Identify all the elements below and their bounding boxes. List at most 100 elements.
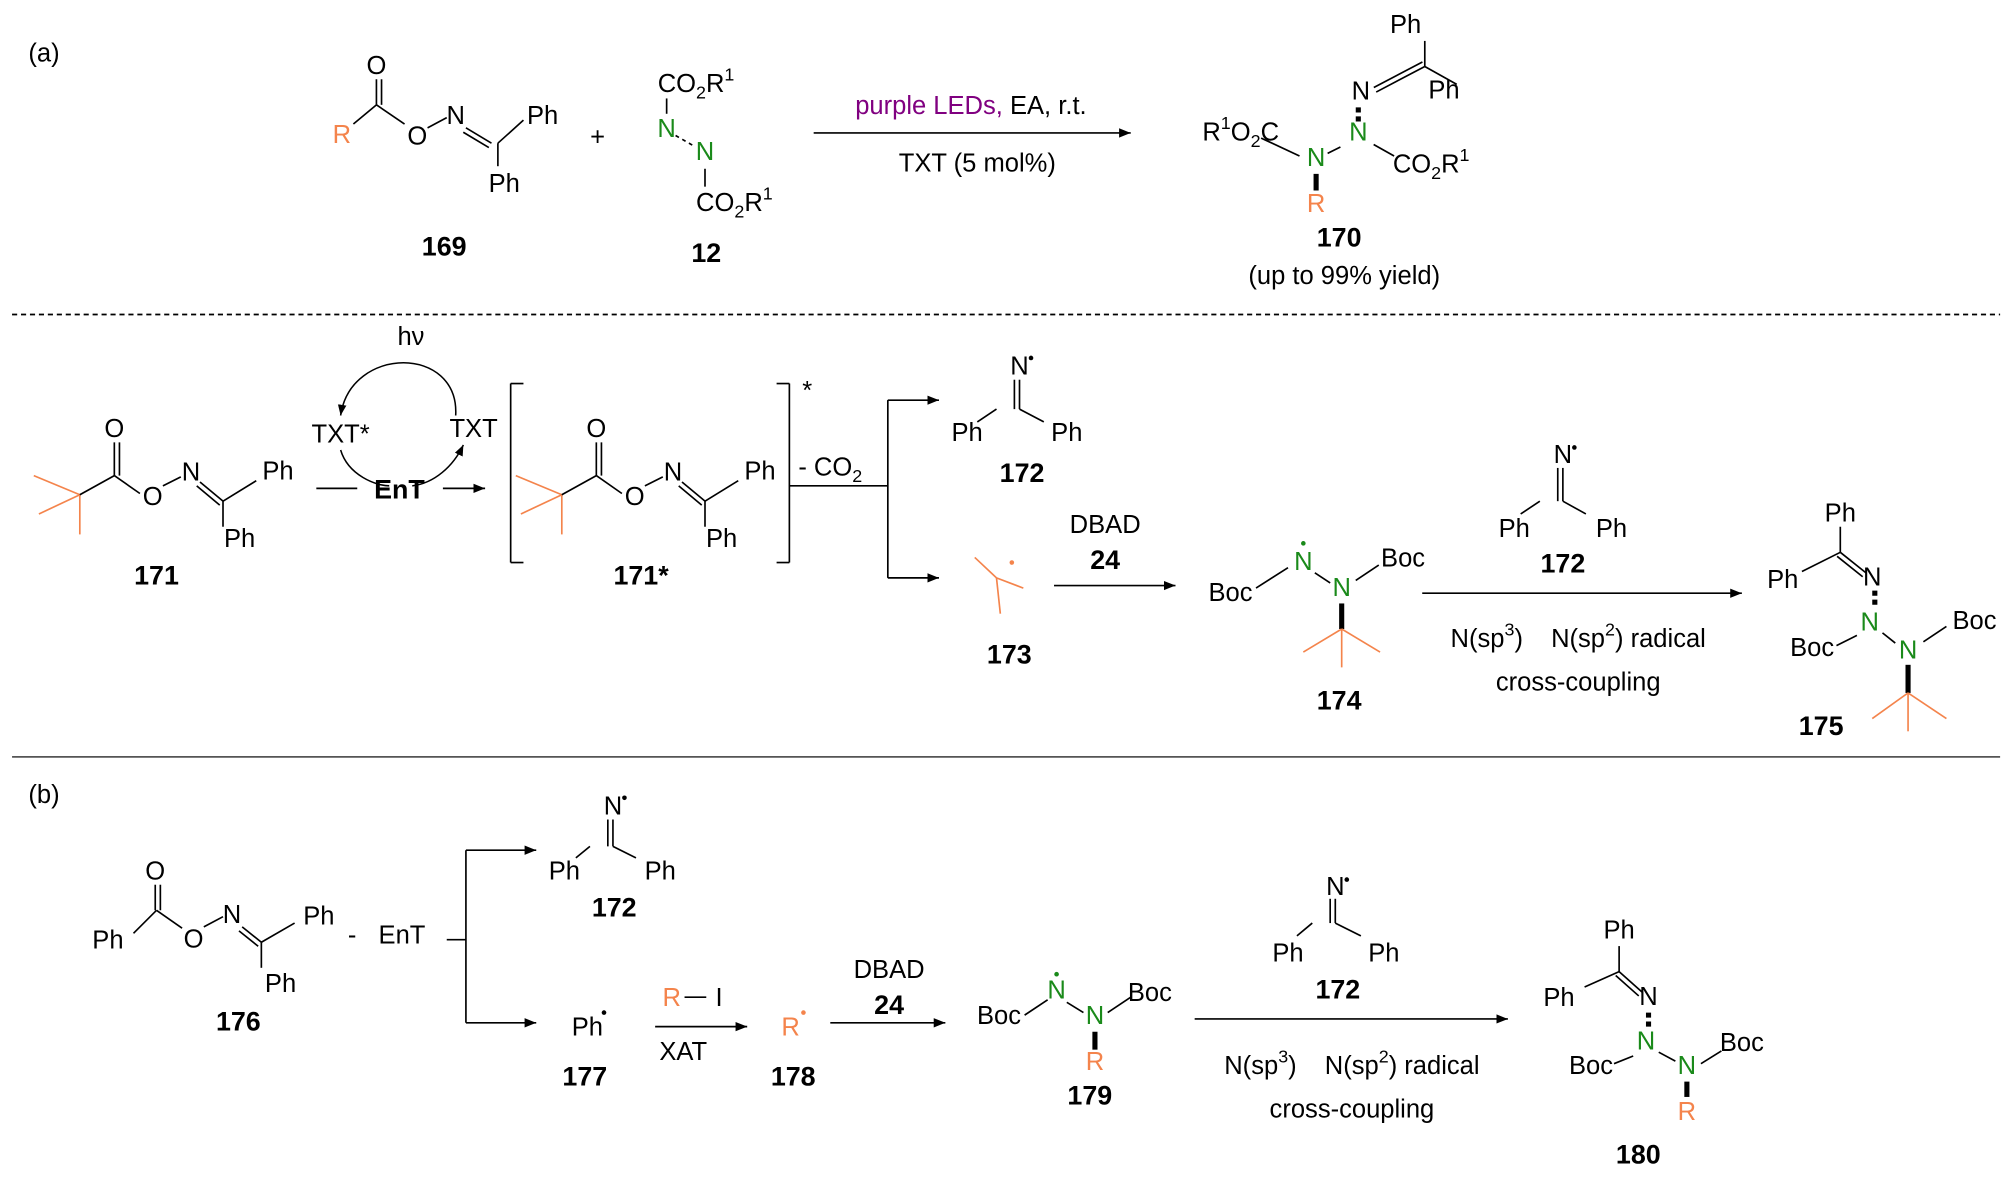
atom-n: N <box>1294 548 1312 576</box>
bond <box>1424 65 1458 86</box>
bond <box>520 494 563 515</box>
atom-o: O <box>143 483 163 511</box>
boc-group: Boc <box>1720 1029 1764 1057</box>
phenyl: Ph <box>527 102 558 130</box>
radical-dot <box>1344 877 1350 882</box>
t: 1 <box>763 183 773 203</box>
compound-label-169: 169 <box>422 232 467 262</box>
compound-label-180: 180 <box>1616 1139 1661 1169</box>
t: 1 <box>724 65 734 85</box>
atom-n: N <box>1352 78 1370 106</box>
atom-o: O <box>625 483 645 511</box>
atom-n: N <box>1349 119 1367 147</box>
double-bond <box>1373 61 1423 89</box>
atom-o: O <box>104 415 124 443</box>
bond <box>1562 500 1587 515</box>
bond <box>1836 634 1858 647</box>
atom-n: N <box>1554 441 1572 469</box>
atom-n: N <box>1678 1052 1696 1080</box>
compound-label-172: 172 <box>1000 458 1045 488</box>
atom-n: N <box>657 115 675 143</box>
bond <box>1658 1051 1676 1062</box>
minus-sign: - <box>348 922 357 950</box>
co2r1-group: CO2R1 <box>696 183 773 221</box>
atom-n: N <box>1086 1002 1104 1030</box>
t: - CO <box>798 454 852 482</box>
bond <box>515 474 563 496</box>
radical-dot <box>1009 560 1015 565</box>
bond <box>38 494 81 515</box>
t: R <box>706 70 724 98</box>
bond <box>575 845 591 859</box>
bond <box>1801 551 1841 573</box>
double-bond <box>1839 551 1867 574</box>
bond <box>33 474 81 496</box>
bond <box>1314 572 1331 584</box>
atom-n: N <box>1010 353 1028 381</box>
t: 3 <box>1504 619 1514 639</box>
t: ) <box>1514 625 1523 653</box>
double-bond <box>1375 65 1426 93</box>
atom-n: N <box>223 901 241 929</box>
double-bond <box>462 131 490 149</box>
phenyl: Ph <box>1825 500 1856 528</box>
atom-r: R <box>663 984 681 1012</box>
phenyl: Ph <box>1428 76 1459 104</box>
radical-dot <box>801 1010 806 1015</box>
atom-n: N <box>1326 873 1344 901</box>
boc-group: Boc <box>1953 607 1997 635</box>
t: 2 <box>1431 163 1441 183</box>
double-bond <box>1618 971 1643 993</box>
coupling-label-2: cross-coupling <box>1496 668 1661 696</box>
compound-label-171-star: 171* <box>613 560 669 590</box>
t: N(sp <box>1451 625 1505 653</box>
bond <box>976 408 997 423</box>
bond <box>132 909 158 934</box>
double-bond <box>241 926 262 943</box>
bond <box>352 104 377 125</box>
bond <box>675 134 694 147</box>
ent-label: EnT <box>374 475 425 505</box>
compound-label-173: 173 <box>987 640 1032 670</box>
t: 2 <box>1379 1046 1389 1066</box>
reagent-dbad: DBAD <box>854 956 925 984</box>
atom-n: N <box>696 138 714 166</box>
t: O <box>1231 119 1251 147</box>
compound-label-171: 171 <box>134 560 179 590</box>
bond <box>260 922 296 943</box>
light-source: purple LEDs, <box>855 92 1003 120</box>
bond <box>162 476 182 487</box>
double-bond <box>1615 974 1640 997</box>
t: ) radical <box>1615 625 1706 653</box>
phenyl: Ph <box>265 970 296 998</box>
bond <box>427 116 448 129</box>
bond <box>1024 999 1049 1016</box>
photoexcitation-arc-arrow <box>337 362 457 416</box>
atom-r: R <box>1086 1048 1104 1076</box>
bond <box>1260 137 1300 157</box>
bond <box>1019 408 1045 423</box>
atom-n: N <box>1899 636 1917 664</box>
atom-r: R <box>1307 190 1325 218</box>
co2-loss-label: - CO2 <box>798 454 862 486</box>
boc-group: Boc <box>1208 579 1252 607</box>
t: 1 <box>1460 145 1470 165</box>
boc-group: Boc <box>1128 979 1172 1007</box>
phenyl: Ph <box>262 457 293 485</box>
boc-group: Boc <box>1381 544 1425 572</box>
atom-o: O <box>184 925 204 953</box>
t: ) radical <box>1389 1052 1480 1080</box>
double-bond <box>238 930 259 947</box>
bond <box>1922 625 1947 643</box>
t: CO <box>1393 151 1431 179</box>
bond <box>497 119 525 144</box>
phenyl: Ph <box>744 457 775 485</box>
t: C <box>1261 119 1279 147</box>
xat-label: XAT <box>659 1038 707 1066</box>
bond <box>996 577 1024 589</box>
t: 2 <box>852 466 862 486</box>
atom-n: N <box>182 459 200 487</box>
phenyl: Ph <box>1596 515 1627 543</box>
atom-i: I <box>716 984 723 1012</box>
